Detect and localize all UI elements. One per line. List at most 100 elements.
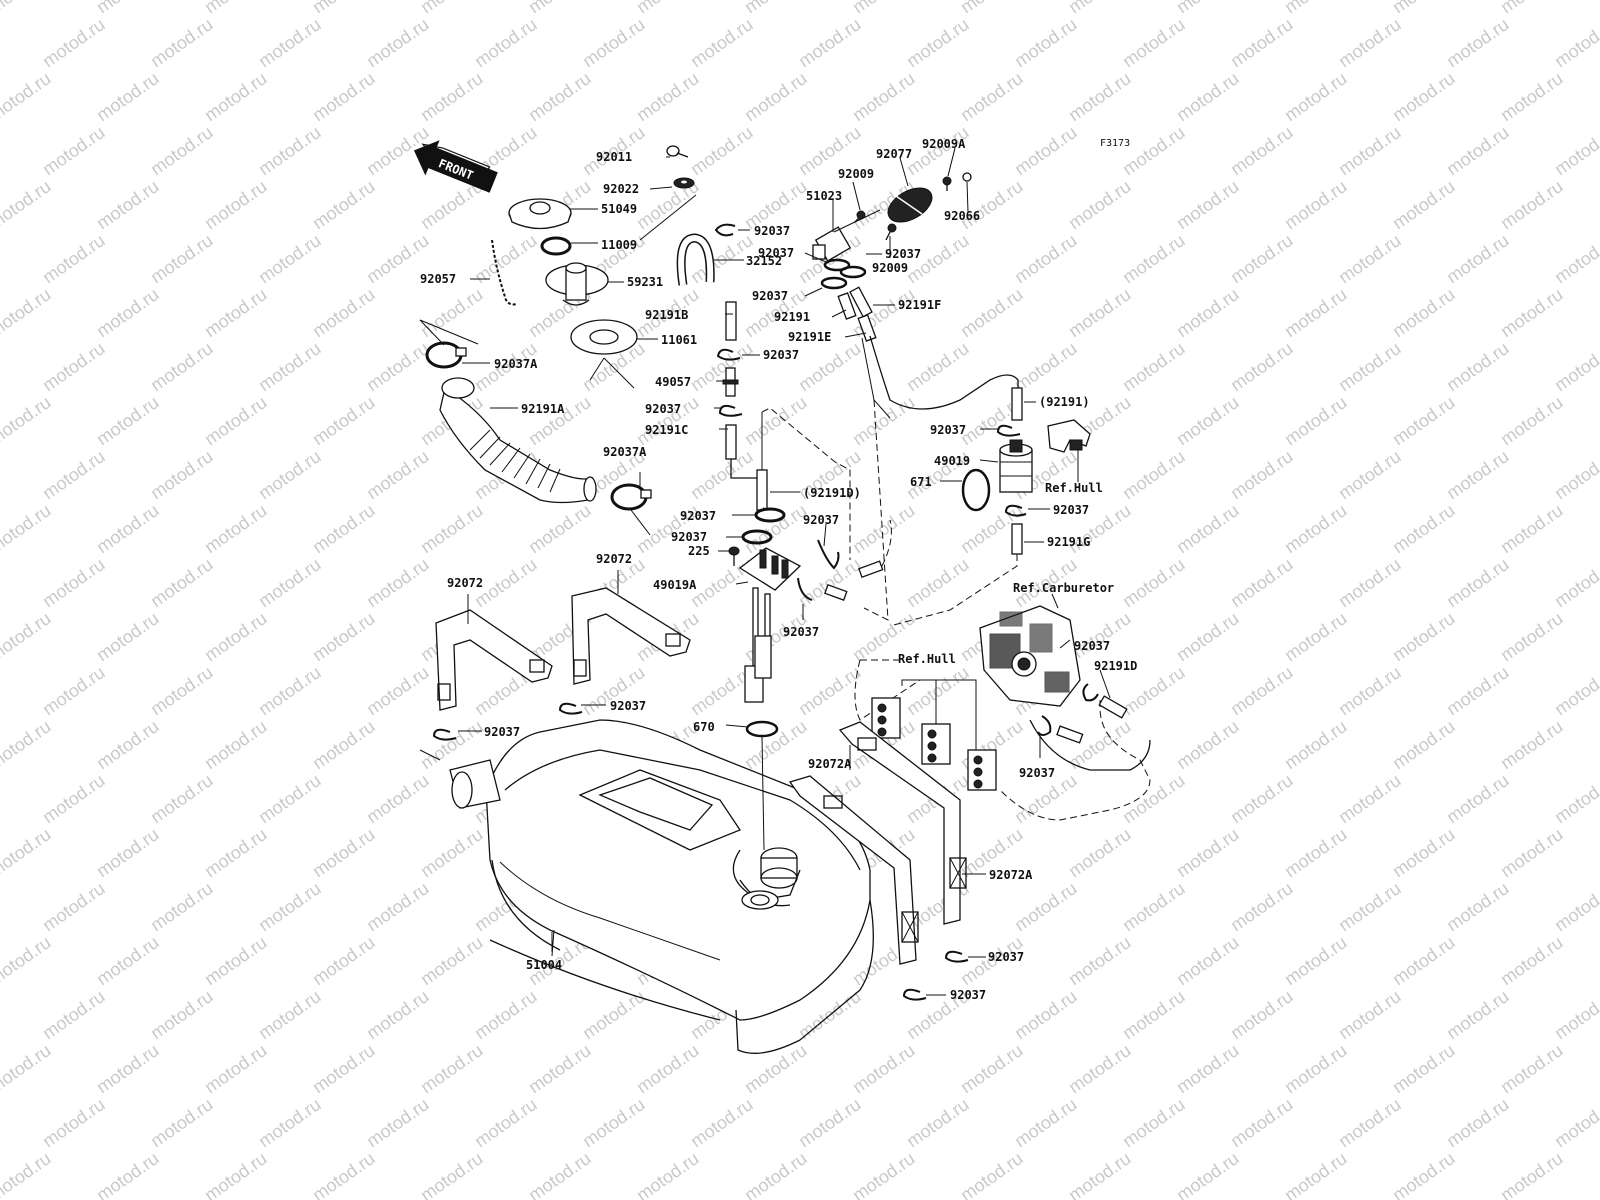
watermark-text: motod.ru bbox=[525, 1040, 595, 1097]
strap-92072A-b-icon bbox=[788, 775, 919, 965]
clip-92037-p-icon bbox=[1037, 715, 1052, 736]
watermark-text: motod.ru bbox=[525, 68, 595, 125]
watermark-text: motod.ru bbox=[1119, 338, 1189, 395]
clip-92037-m-icon bbox=[996, 424, 1021, 437]
clip-92037-q-icon bbox=[944, 950, 969, 963]
watermark-text: motod.ru bbox=[39, 338, 109, 395]
label-ref-hull-2: Ref.Hull bbox=[898, 652, 956, 666]
watermark-text: motod.ru bbox=[1227, 1094, 1297, 1151]
label-92037-g: 92037 bbox=[783, 625, 819, 639]
watermark-text: motod.ru bbox=[525, 1148, 595, 1200]
watermark-text: motod.ru bbox=[471, 14, 541, 71]
label-92037-o: 92037 bbox=[1074, 639, 1110, 653]
watermark-text: motod.ru bbox=[39, 230, 109, 287]
watermark-text: motod.ru bbox=[93, 824, 163, 881]
label-92191F: 92191F bbox=[898, 298, 941, 312]
watermark-text: motod.ru bbox=[1335, 14, 1405, 71]
watermark-text: motod.ru bbox=[687, 446, 757, 503]
watermark-text: motod.ru bbox=[1281, 68, 1351, 125]
o-ring-671-icon bbox=[961, 468, 991, 512]
watermark-text: motod.ru bbox=[1119, 986, 1189, 1043]
watermark-text: motod.ru bbox=[363, 554, 433, 611]
watermark-text: motod.ru bbox=[1119, 446, 1189, 503]
bolt-92011-icon bbox=[666, 145, 689, 158]
watermark-text: motod.ru bbox=[417, 68, 487, 125]
screw-92009-b-icon bbox=[885, 223, 897, 241]
watermark-text: motod.ru bbox=[1389, 500, 1459, 557]
watermark-text: motod.ru bbox=[1497, 1040, 1567, 1097]
label-92072A-a: 92072A bbox=[808, 757, 852, 771]
watermark-text: motod.ru bbox=[1497, 500, 1567, 557]
watermark-text: motod.ru bbox=[147, 878, 217, 935]
watermark-text: motod.ru bbox=[147, 986, 217, 1043]
watermark-text: motod.ru bbox=[1173, 1148, 1243, 1200]
watermark-text: motod.ru bbox=[957, 1148, 1027, 1200]
screw-92009-a-icon bbox=[854, 210, 866, 223]
watermark-text: motod.ru bbox=[579, 1094, 649, 1151]
watermark-text: motod.ru bbox=[0, 176, 54, 233]
watermark-text: motod.ru bbox=[147, 230, 217, 287]
watermark-text: motod.ru bbox=[309, 68, 379, 125]
watermark-text: motod.ru bbox=[0, 1148, 54, 1200]
watermark-text: motod.ru bbox=[471, 986, 541, 1043]
label-92037-l: 92037 bbox=[752, 289, 788, 303]
nut-92066-icon bbox=[962, 172, 972, 182]
watermark-text: motod.ru bbox=[417, 932, 487, 989]
watermark-text: motod.ru bbox=[93, 176, 163, 233]
fuel-pickup-49019A-icon bbox=[738, 547, 802, 703]
clip-92037-b-icon bbox=[716, 348, 741, 361]
watermark-text: motod.ru bbox=[1497, 392, 1567, 449]
watermark-text: motod.ru bbox=[1227, 338, 1297, 395]
watermark-text: motod.ru bbox=[1389, 392, 1459, 449]
watermark-text: motod.ru bbox=[39, 1094, 109, 1151]
watermark-text: motod.ru bbox=[1443, 338, 1513, 395]
watermark-text: motod.ru bbox=[1389, 608, 1459, 665]
hose-92191B-icon bbox=[725, 301, 737, 341]
watermark-text: motod.ru bbox=[39, 662, 109, 719]
label-92072A-b: 92072A bbox=[989, 868, 1033, 882]
watermark-text: motod.ru bbox=[849, 392, 919, 449]
watermark-text: motod.ru bbox=[0, 0, 54, 17]
label-92037-r: 92037 bbox=[950, 988, 986, 1002]
watermark-text: motod.ru bbox=[741, 392, 811, 449]
watermark-text: motod.ru bbox=[795, 14, 865, 71]
fuel-tank-51004-icon bbox=[449, 719, 874, 1054]
label-51049: 51049 bbox=[601, 202, 637, 216]
watermark-text: motod.ru bbox=[201, 1040, 271, 1097]
watermark-text: motod.ru bbox=[39, 878, 109, 935]
watermark-text: motod.ru bbox=[1173, 0, 1243, 17]
watermark-text: motod.ru bbox=[363, 986, 433, 1043]
watermark-text: motod.ru bbox=[1119, 878, 1189, 935]
watermark-text: motod.ru bbox=[417, 500, 487, 557]
watermark-text: motod.ru bbox=[633, 68, 703, 125]
watermark-text: motod.ru bbox=[795, 338, 865, 395]
watermark-text: motod.ru bbox=[93, 1148, 163, 1200]
watermark-text: motod.ru bbox=[309, 284, 379, 341]
watermark-text: motod.ru bbox=[201, 824, 271, 881]
watermark-text: motod.ru bbox=[201, 68, 271, 125]
watermark-text: motod.ru bbox=[417, 1040, 487, 1097]
watermark-text: motod.ru bbox=[0, 1040, 54, 1097]
watermark-text: motod.ru bbox=[1389, 0, 1459, 17]
watermark-text: motod.ru bbox=[0, 824, 54, 881]
watermark-text: motod.ru bbox=[1173, 1040, 1243, 1097]
watermark-text: motod.ru bbox=[1173, 500, 1243, 557]
watermark-text: motod.ru bbox=[1497, 284, 1567, 341]
watermark-text: motod.ru bbox=[957, 1040, 1027, 1097]
label-92037-d: 92037 bbox=[680, 509, 716, 523]
watermark-text: motod.ru bbox=[957, 68, 1027, 125]
label-92191D-paren: (92191D) bbox=[803, 486, 861, 500]
watermark-text: motod.ru bbox=[147, 1094, 217, 1151]
label-92037-m: 92037 bbox=[930, 423, 966, 437]
watermark-text: motod.ru bbox=[633, 1040, 703, 1097]
watermark-text: motod.ru bbox=[1227, 986, 1297, 1043]
watermark-text: motod.ru bbox=[1335, 230, 1405, 287]
watermark-text: motod.ru bbox=[93, 68, 163, 125]
screw-92009A-icon bbox=[942, 176, 952, 191]
watermark-text: motod.ru bbox=[1281, 1148, 1351, 1200]
watermark-text: motod.ru bbox=[1335, 662, 1405, 719]
label-92077: 92077 bbox=[876, 147, 912, 161]
watermark-text: motod.ru bbox=[255, 662, 325, 719]
label-92057: 92057 bbox=[420, 272, 456, 286]
fuel-filter-49019-icon bbox=[999, 439, 1033, 493]
